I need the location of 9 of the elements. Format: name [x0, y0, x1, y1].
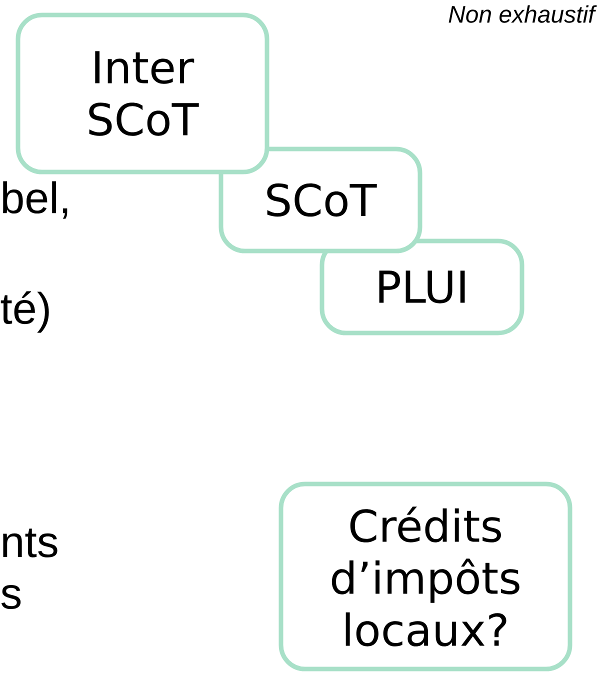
rounded-box: Inter SCoT: [16, 12, 270, 174]
body-text: bel,: [3, 181, 68, 219]
body-text: té): [0, 291, 49, 333]
body-text: nts: [3, 528, 58, 558]
body-text: s: [1, 585, 21, 610]
rounded-box: SCoT: [218, 146, 422, 254]
rounded-box: PLUI: [320, 238, 524, 336]
rounded-box: Crédits d’impôts locaux?: [278, 482, 572, 672]
note-text: Non exhaustif: [448, 5, 597, 23]
